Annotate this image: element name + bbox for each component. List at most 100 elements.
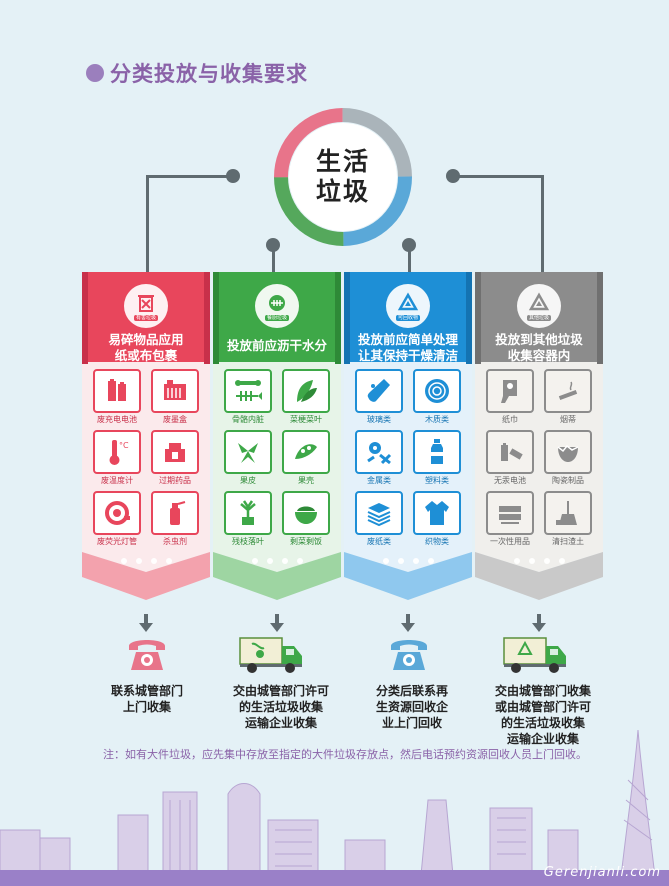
- item-cell: 果皮: [222, 430, 274, 487]
- medicine-icon: [151, 430, 199, 474]
- ceramic-pot-icon: [544, 430, 592, 474]
- item-cell: 果壳: [280, 430, 332, 487]
- plastic-bottle-icon: [413, 430, 461, 474]
- item-label: 废温度计: [101, 476, 133, 485]
- fish-bone-icon: [269, 294, 285, 311]
- column-title: 投放到其他垃圾 收集容器内: [479, 332, 599, 364]
- item-grid: 玻璃类 木质类 金属类 塑料类 废纸类 织物类: [353, 369, 463, 548]
- item-grid: 纸巾 烟蒂 无汞电池 陶瓷制品 一次性用品 清扫渣土: [484, 369, 594, 548]
- item-label: 废充电电池: [97, 415, 137, 424]
- item-cell: 废荧光灯管: [91, 491, 143, 548]
- disposal-line: 运输企业收集: [506, 732, 579, 746]
- hazardous-badge: 有害垃圾: [124, 284, 168, 328]
- item-label: 无汞电池: [494, 476, 526, 485]
- item-label: 织物类: [425, 537, 449, 546]
- ring-segments-icon: [274, 108, 412, 246]
- badge-label: 可回收物: [395, 314, 420, 321]
- hazard-bin-icon: [138, 294, 154, 312]
- item-label: 废荧光灯管: [97, 537, 137, 546]
- rice-bowl-icon: [282, 491, 330, 535]
- title-line: 投放前应沥干水分: [226, 338, 327, 353]
- disposal-line: 生资源回收企: [375, 700, 448, 714]
- truck-icon: [503, 637, 566, 673]
- nut-shell-icon: [282, 430, 330, 474]
- item-label: 一次性用品: [490, 537, 530, 546]
- item-grid: 骨骼内脏 菜梗菜叶 果皮 果壳 残枝落叶 剩菜剩饭: [222, 369, 332, 548]
- item-cell: 过期药品: [149, 430, 201, 487]
- item-label: 果壳: [298, 476, 314, 485]
- disposal-text-kitchen: 交由城管部门许可 的生活垃圾收集 运输企业收集: [216, 683, 346, 731]
- item-cell: 一次性用品: [484, 491, 536, 548]
- column-other: 其他垃圾 投放到其他垃圾 收集容器内 纸巾 烟蒂 无汞电池 陶瓷制品 一次性用品…: [475, 272, 603, 602]
- connector-node-left: [226, 169, 240, 183]
- vegetable-leaves-icon: [282, 369, 330, 413]
- center-label-line2: 垃圾: [315, 177, 370, 206]
- disposal-line: 上门收集: [122, 700, 171, 714]
- item-label: 杀虫剂: [163, 537, 187, 546]
- cigarette-butt-icon: [544, 369, 592, 413]
- fluorescent-lamp-icon: [93, 491, 141, 535]
- bone-icon: [224, 369, 272, 413]
- item-label: 废墨盒: [163, 415, 187, 424]
- item-cell: 剩菜剩饭: [280, 491, 332, 548]
- column-title: 投放前应沥干水分: [217, 338, 337, 354]
- column-title: 投放前应简单处理 让其保持干燥清洁: [348, 332, 468, 364]
- item-cell: 烟蒂: [542, 369, 594, 426]
- connector-left-h: [146, 175, 238, 178]
- item-label: 清扫渣土: [552, 537, 584, 546]
- dry-battery-icon: [486, 430, 534, 474]
- disposal-line: 的生活垃圾收集: [238, 700, 323, 714]
- item-label: 残枝落叶: [232, 537, 264, 546]
- item-cell: 骨骼内脏: [222, 369, 274, 426]
- column-dots: [82, 558, 210, 564]
- disposal-line: 联系城管部门: [110, 684, 183, 698]
- disposal-line: 业上门回收: [381, 716, 442, 730]
- item-cell: °C 废温度计: [91, 430, 143, 487]
- item-grid: 废充电电池 废墨盒 °C 废温度计 过期药品 废荧光灯管 杀虫剂: [91, 369, 201, 548]
- arrow-down-icon: [401, 614, 415, 632]
- tissue-roll-icon: [486, 369, 534, 413]
- connector-node-mid-right: [402, 238, 416, 252]
- ink-cartridge-icon: [151, 369, 199, 413]
- title-line: 纸或布包裹: [114, 348, 178, 363]
- item-label: 金属类: [367, 476, 391, 485]
- title-line: 易碎物品应用: [108, 332, 184, 347]
- item-label: 纸巾: [502, 415, 518, 424]
- title-line: 让其保持干燥清洁: [357, 348, 458, 363]
- connector-right-v: [541, 175, 544, 273]
- item-cell: 菜梗菜叶: [280, 369, 332, 426]
- bullet-dot-icon: [86, 64, 104, 82]
- item-label: 果皮: [240, 476, 256, 485]
- svg-text:°C: °C: [119, 441, 129, 450]
- item-cell: 金属类: [353, 430, 405, 487]
- item-label: 骨骼内脏: [232, 415, 264, 424]
- connector-left-v: [146, 175, 149, 273]
- wood-rings-icon: [413, 369, 461, 413]
- item-label: 菜梗菜叶: [290, 415, 322, 424]
- other-badge: 其他垃圾: [517, 284, 561, 328]
- center-label-line1: 生活: [315, 147, 370, 176]
- metal-parts-icon: [355, 430, 403, 474]
- item-cell: 玻璃类: [353, 369, 405, 426]
- item-cell: 杀虫剂: [149, 491, 201, 548]
- connector-right-h: [452, 175, 544, 178]
- potted-plant-icon: [224, 491, 272, 535]
- recycle-icon: [397, 291, 419, 310]
- column-recyclable: 可回收物 投放前应简单处理 让其保持干燥清洁 玻璃类 木质类 金属类 塑料类 废…: [344, 272, 472, 602]
- center-label: 生活 垃圾: [289, 123, 397, 231]
- fruit-peel-icon: [224, 430, 272, 474]
- broom-icon: [544, 491, 592, 535]
- badge-label: 其他垃圾: [526, 314, 551, 321]
- disposal-text-other: 交由城管部门收集 或由城管部门许可 的生活垃圾收集 运输企业收集: [476, 683, 610, 747]
- item-label: 陶瓷制品: [552, 476, 584, 485]
- disposal-text-hazardous: 联系城管部门 上门收集: [92, 683, 202, 715]
- disposal-line: 或由城管部门许可: [494, 700, 591, 714]
- item-cell: 废充电电池: [91, 369, 143, 426]
- item-cell: 纸巾: [484, 369, 536, 426]
- watermark: Gerenjianli.com: [543, 865, 661, 880]
- clothing-icon: [413, 491, 461, 535]
- item-cell: 无汞电池: [484, 430, 536, 487]
- title-line: 收集容器内: [507, 348, 571, 363]
- truck-icon: [239, 637, 302, 673]
- thermometer-icon: °C: [93, 430, 141, 474]
